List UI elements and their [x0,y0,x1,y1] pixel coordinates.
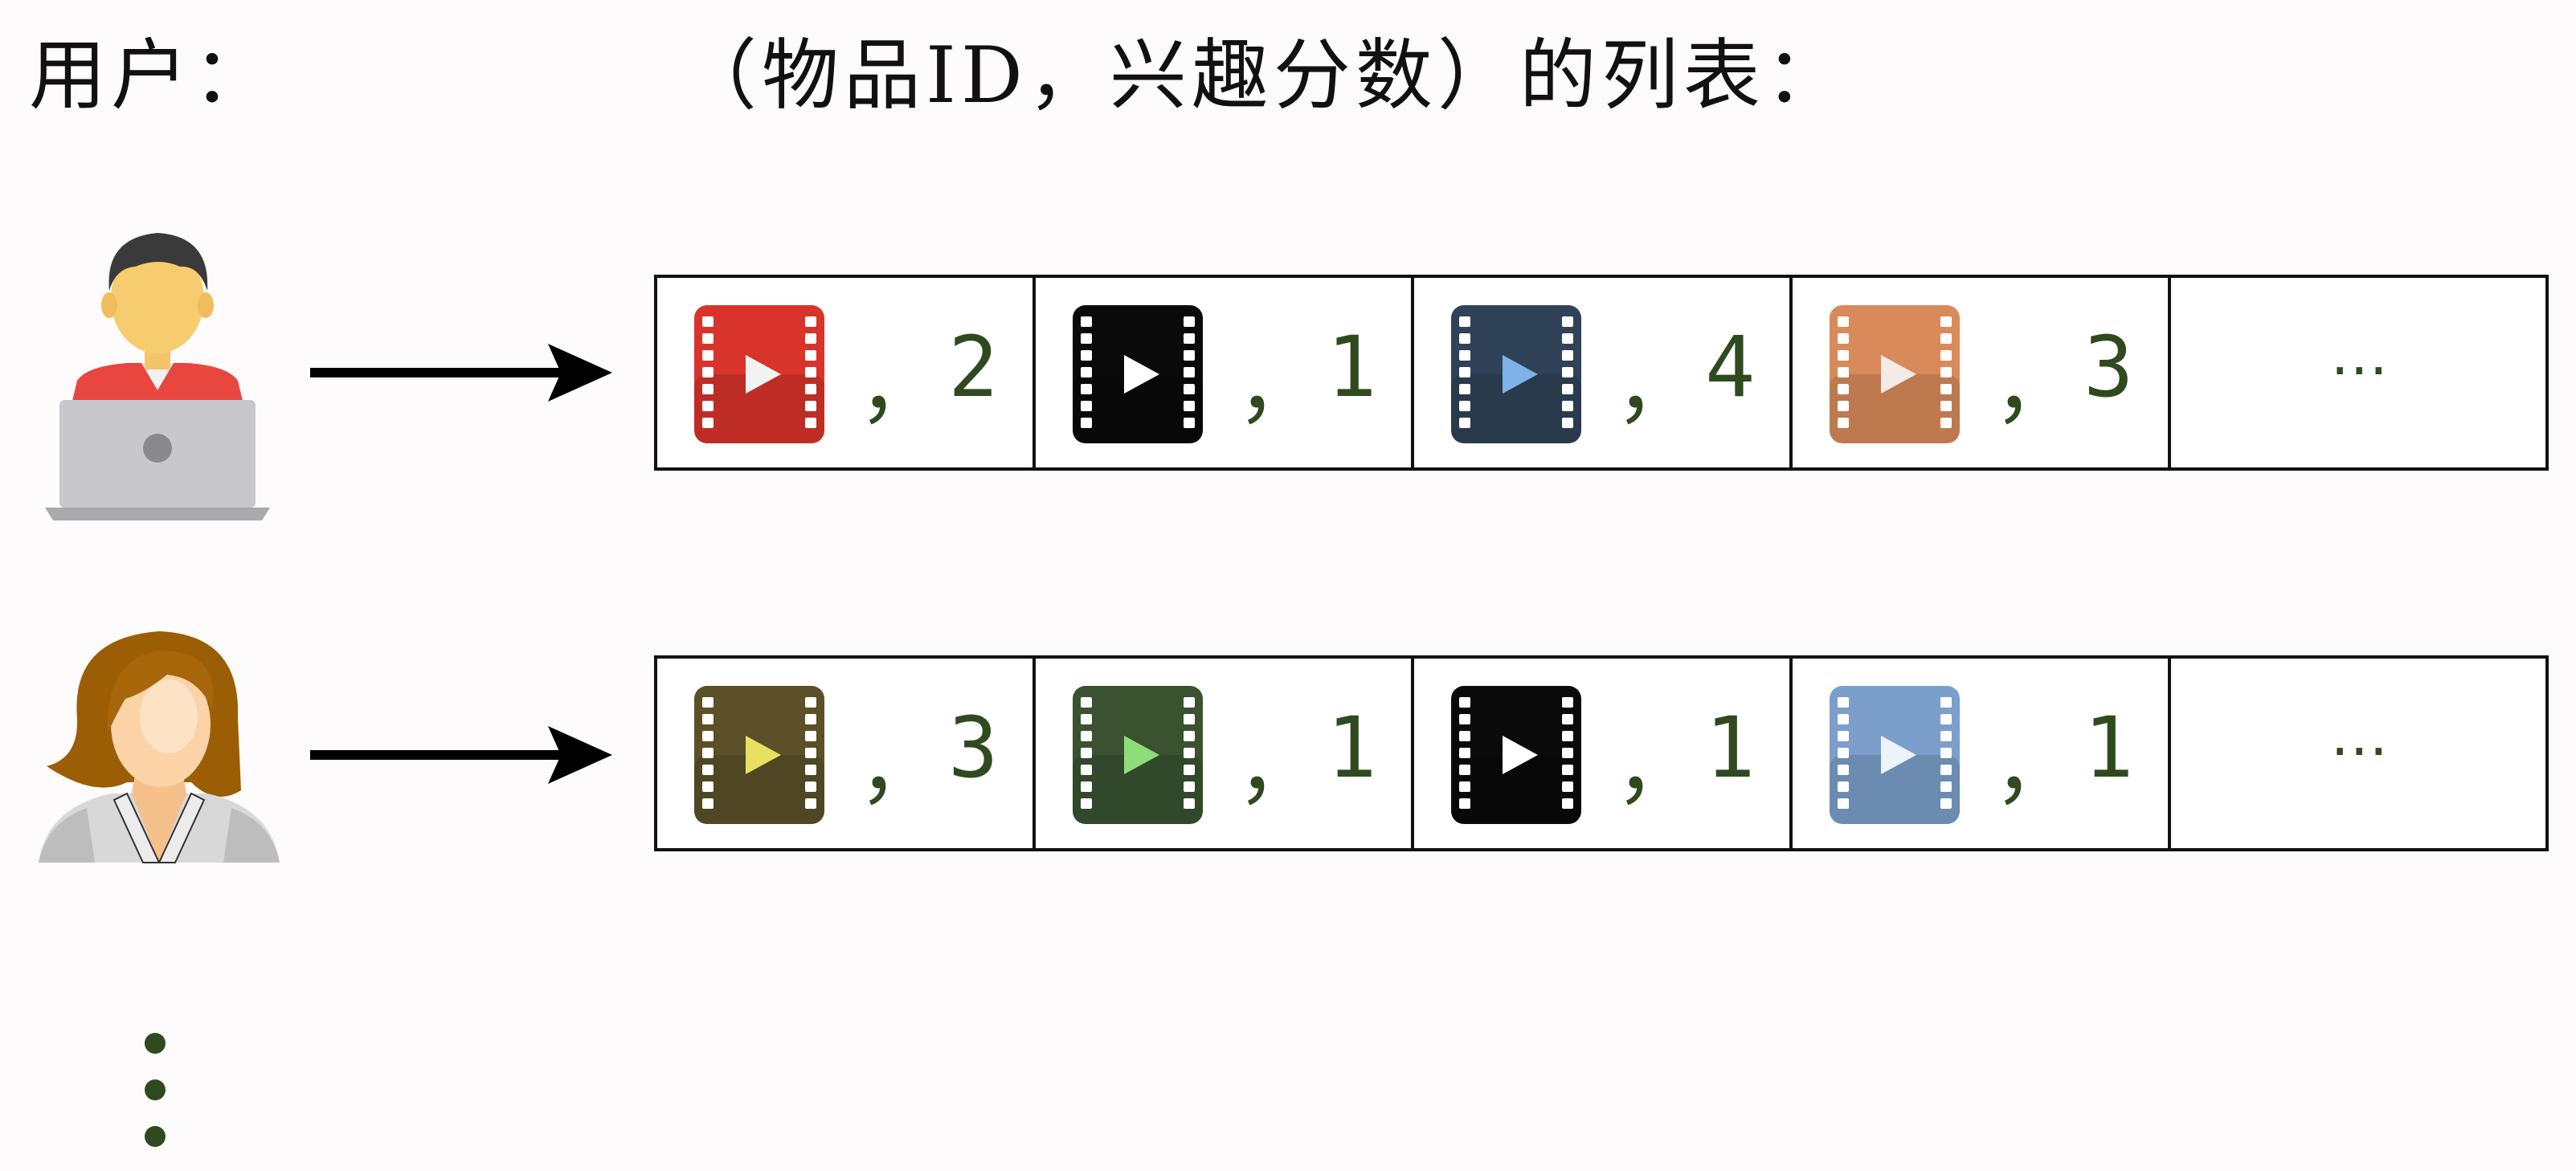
interest-score: 1 [2083,699,2134,797]
item-score-list: ，3，1，1，1⋯ [654,655,2549,851]
separator: ， [1993,337,2078,435]
item-score-cell: ，4 [1414,278,1793,467]
item-score-cell: ，3 [1793,278,2171,467]
vertical-ellipsis-icon [145,1033,166,1147]
item-score-cell: ，1 [1036,659,1414,848]
video-file-icon [1830,305,1960,443]
ellipsis: ⋯ [2330,716,2388,783]
interest-score: 3 [948,699,999,797]
video-file-icon [1451,305,1581,443]
list-heading: （物品ID，兴趣分数）的列表： [680,31,1847,120]
video-file-icon [694,686,824,824]
video-file-icon [1073,305,1203,443]
interest-score: 2 [948,318,999,416]
separator: ， [1237,337,1321,435]
woman-avatar-icon [39,631,280,863]
item-score-cell: ，1 [1793,659,2171,848]
interest-score: 3 [2083,318,2134,416]
more-items-cell: ⋯ [2171,659,2545,848]
video-file-icon [1073,686,1203,824]
item-score-list: ，2，1，4，3⋯ [654,275,2549,471]
man-with-laptop-icon [45,233,270,520]
item-score-cell: ，1 [1414,659,1793,848]
item-score-cell: ，2 [657,278,1036,467]
more-items-cell: ⋯ [2171,278,2545,467]
separator: ， [1615,718,1699,816]
separator: ， [1993,718,2078,816]
video-file-icon [694,305,824,443]
separator: ， [1615,337,1699,435]
arrow-icon [310,726,612,784]
interest-score: 4 [1705,318,1756,416]
video-file-icon [1830,686,1960,824]
separator: ， [858,718,942,816]
arrow-icon [310,344,612,402]
interest-score: 1 [1705,699,1756,797]
separator: ， [858,337,942,435]
separator: ， [1237,718,1321,816]
user-heading: 用户： [29,31,275,120]
item-score-cell: ，1 [1036,278,1414,467]
interest-score: 1 [1327,318,1377,416]
item-score-cell: ，3 [657,659,1036,848]
video-file-icon [1451,686,1581,824]
interest-score: 1 [1327,699,1377,797]
ellipsis: ⋯ [2330,335,2388,402]
